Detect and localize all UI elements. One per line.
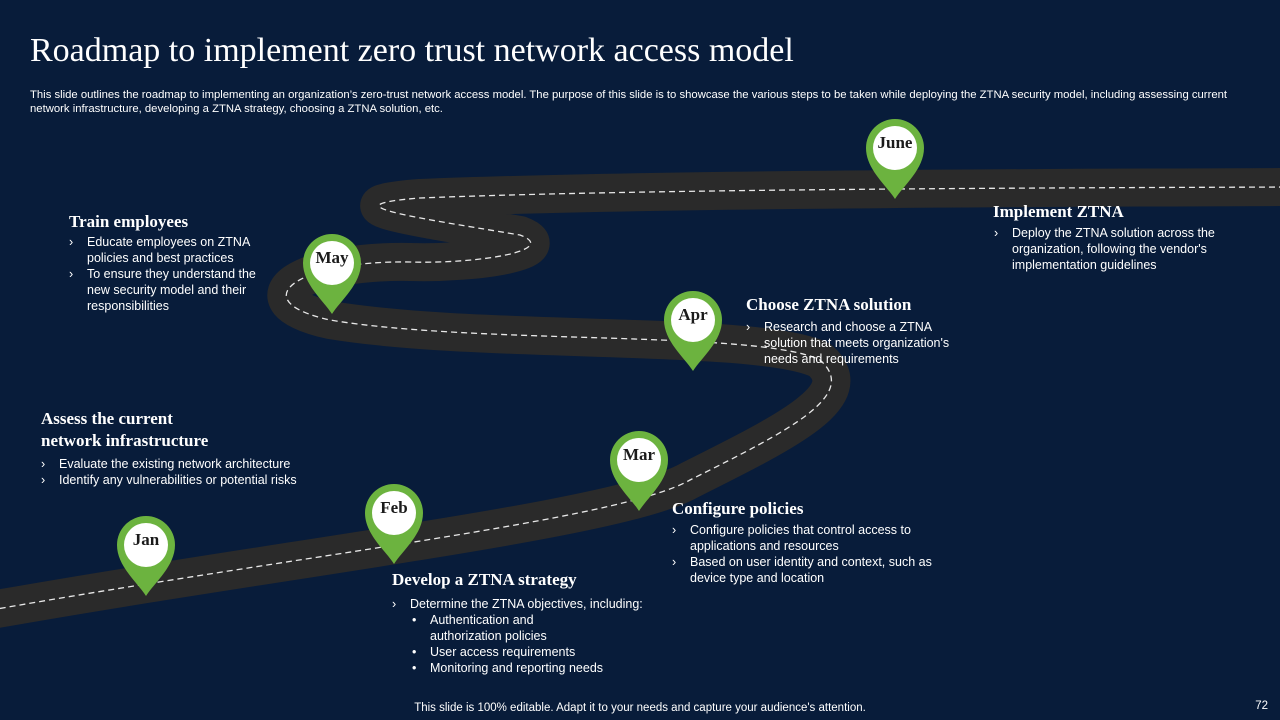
pin-label: Jan (132, 530, 160, 549)
pin-label: Feb (380, 498, 408, 517)
step-bullets-train: Educate employees on ZTNA policies and b… (69, 234, 279, 314)
bullet: Deploy the ZTNA solution across the orga… (994, 225, 1234, 273)
step-bullets-develop: Determine the ZTNA objectives, including… (392, 596, 672, 676)
page-number: 72 (1255, 700, 1268, 712)
bullet: Identify any vulnerabilities or potentia… (41, 472, 341, 488)
pin-jan-icon: Jan (115, 514, 177, 596)
footer-note: This slide is 100% editable. Adapt it to… (414, 702, 866, 714)
step-bullets-implement: Deploy the ZTNA solution across the orga… (994, 225, 1234, 273)
step-bullets-choose: Research and choose a ZTNA solution that… (746, 319, 971, 367)
step-title-configure: Configure policies (672, 499, 804, 518)
bullet: Educate employees on ZTNA policies and b… (69, 234, 279, 266)
pin-may-icon: May (301, 232, 363, 314)
sub-bullet: Authentication and authorization policie… (412, 612, 560, 644)
bullet: Research and choose a ZTNA solution that… (746, 319, 971, 367)
bullet: Determine the ZTNA objectives, including… (392, 596, 672, 676)
step-title-train: Train employees (69, 212, 189, 231)
pin-label: May (315, 248, 349, 267)
pin-label: June (877, 133, 913, 152)
bullet: Based on user identity and context, such… (672, 554, 942, 586)
step-title-develop: Develop a ZTNA strategy (392, 570, 577, 589)
step-title-assess-line1: Assess the current (41, 409, 173, 428)
bullet-text: Determine the ZTNA objectives, including… (410, 597, 643, 611)
bullet: Evaluate the existing network architectu… (41, 456, 341, 472)
sub-bullet: User access requirements (412, 644, 672, 660)
page-title: Roadmap to implement zero trust network … (30, 32, 794, 69)
bullet: Configure policies that control access t… (672, 522, 942, 554)
step-bullets-configure: Configure policies that control access t… (672, 522, 942, 586)
bullet: To ensure they understand the new securi… (69, 266, 279, 314)
step-title-assess-line2: network infrastructure (41, 431, 209, 450)
page-subtitle: This slide outlines the roadmap to imple… (30, 89, 1228, 115)
pin-label: Mar (622, 445, 656, 464)
sub-bullets: Authentication and authorization policie… (410, 612, 672, 676)
pin-mar-icon: Mar (608, 429, 670, 511)
pin-feb-icon: Feb (363, 482, 425, 564)
pin-label: Apr (678, 305, 708, 324)
pin-apr-icon: Apr (662, 289, 724, 371)
pin-june-icon: June (864, 117, 926, 199)
step-title-implement: Implement ZTNA (993, 202, 1124, 221)
step-bullets-assess: Evaluate the existing network architectu… (41, 456, 341, 488)
step-title-choose: Choose ZTNA solution (746, 295, 912, 314)
sub-bullet: Monitoring and reporting needs (412, 660, 672, 676)
